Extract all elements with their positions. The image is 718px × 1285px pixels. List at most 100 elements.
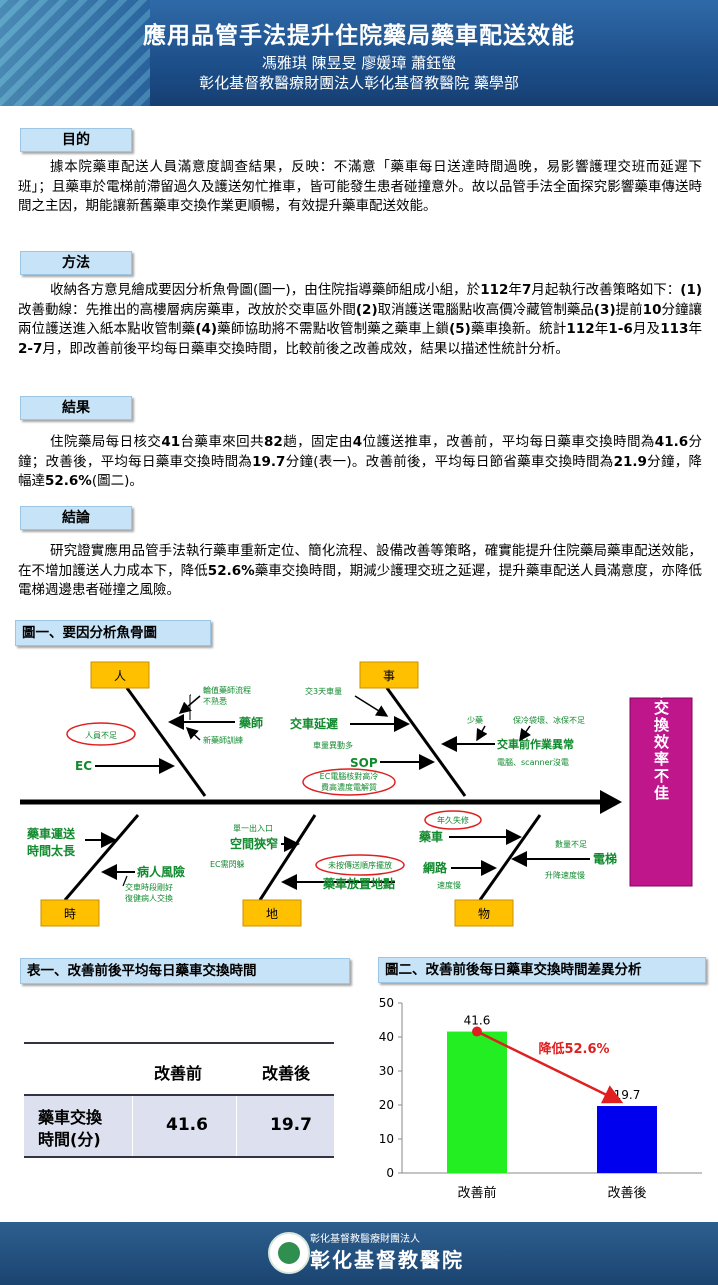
circle-thing <box>424 810 482 830</box>
task-sub2a: 少藥 <box>467 715 483 725</box>
effect-box <box>629 697 693 887</box>
y-tick-label: 40 <box>379 1030 394 1044</box>
task-circ2: 費高濃度電解質 <box>321 782 377 792</box>
x-tick-label: 改善前 <box>457 1185 496 1201</box>
table1-label: 表一、改善前後平均每日藥車交換時間 <box>20 958 350 984</box>
person-ec: EC <box>75 759 92 773</box>
task-sub2c: 電腦、scanner沒電 <box>497 757 569 767</box>
y-tick-label: 50 <box>379 996 394 1010</box>
table-value-before: 41.6 <box>166 1115 208 1135</box>
section-label-results: 結果 <box>20 396 132 420</box>
table-data-row: 藥車交換 時間(分) 41.6 19.7 <box>24 1094 334 1158</box>
table-top-rule <box>24 1042 334 1044</box>
data-label: 41.6 <box>464 1014 491 1028</box>
purpose-text: 據本院藥車配送人員滿意度調查結果，反映：不滿意「藥車每日送達時間過晚，易影響護理… <box>18 159 702 214</box>
poster-footer: 彰化基督教醫療財團法人 彰化基督教醫院 <box>0 1222 718 1285</box>
circle-task <box>302 768 396 796</box>
task-sop: SOP <box>350 756 378 770</box>
person-sub2: 新藥師訓練 <box>203 735 243 745</box>
effect-label: 藥車交換效率不佳 <box>652 665 670 802</box>
circle-place <box>315 854 405 876</box>
y-tick-label: 30 <box>379 1064 394 1078</box>
thing-circled: 年久失修 <box>437 815 469 825</box>
figure2-label: 圖二、改善前後每日藥車交換時間差異分析 <box>378 957 706 983</box>
place-main2: 藥車放置地點 <box>322 876 395 891</box>
method-text: 收納各方意見繪成要因分析魚骨圖(圖一)，由住院指導藥師組成小組，於112年7月起… <box>18 282 703 357</box>
category-box-time <box>40 899 100 927</box>
thing-main3: 電梯 <box>593 851 617 866</box>
section-label-purpose: 目的 <box>20 128 132 152</box>
thing-sub3a: 數量不足 <box>555 839 587 849</box>
conclusion-text: 研究證實應用品管手法執行藥車重新定位、簡化流程、設備改善等策略，確實能提升住院藥… <box>18 543 703 598</box>
place-main1: 空間狹窄 <box>230 836 278 851</box>
time-main2: 病人風險 <box>137 864 185 879</box>
table-value-after: 19.7 <box>270 1115 312 1135</box>
category-box-person <box>90 661 150 689</box>
table-col-after: 改善後 <box>262 1064 311 1083</box>
person-sub1b: 不熟悉 <box>203 696 227 706</box>
person-sub1a: 輪值藥師流程 <box>203 685 251 695</box>
thing-main1: 藥車 <box>418 829 443 844</box>
fishbone-diagram: 人 事 時 地 物 藥車交換效率不佳 藥師 輪值藥師流程 不熟悉 新藥師訓練 E… <box>20 661 693 927</box>
task-circ1: EC電腦核對高冷 <box>320 771 379 781</box>
y-tick-label: 0 <box>386 1166 394 1180</box>
bone-person <box>125 687 207 797</box>
bone-task <box>385 687 467 797</box>
task-main1-sub: 交3天車量 <box>305 686 342 696</box>
time-main1b: 時間太長 <box>27 843 76 858</box>
table-col-before: 改善前 <box>154 1064 203 1083</box>
section-label-conclusion: 結論 <box>20 506 132 530</box>
header-decoration <box>0 0 150 106</box>
table-row-label-2: 時間(分) <box>38 1130 101 1149</box>
category-thing: 物 <box>478 907 490 921</box>
circle-person <box>66 722 136 746</box>
category-place: 地 <box>266 907 278 921</box>
person-main-cause: 藥師 <box>238 715 263 730</box>
y-tick-label: 20 <box>379 1098 394 1112</box>
task-sub2b: 保冷袋壞、冰保不足 <box>513 715 585 725</box>
time-sub2a: 交車時段剛好 <box>125 882 173 892</box>
bone-time <box>63 814 140 901</box>
poster-authors: 馮雅琪 陳昱旻 廖媛璋 蕭鈺螢 <box>261 54 457 72</box>
category-box-place <box>242 899 302 927</box>
bone-thing <box>478 814 542 901</box>
poster-title: 應用品管手法提升住院藥局藥車配送效能 <box>143 23 575 49</box>
poster-header: 應用品管手法提升住院藥局藥車配送效能 馮雅琪 陳昱旻 廖媛璋 蕭鈺螢 彰化基督教… <box>0 0 718 106</box>
thing-sub3b: 升降速度慢 <box>545 870 585 880</box>
figure1-label: 圖一、要因分析魚骨圖 <box>15 620 211 646</box>
section-label-method: 方法 <box>20 251 132 275</box>
trend-arrow <box>476 1030 624 1104</box>
spine-arrowhead <box>600 790 622 814</box>
place-circled: 未按傳送順序擺放 <box>328 860 392 870</box>
hospital-logo-icon <box>268 1232 310 1274</box>
table-header-row: 改善前 改善後 <box>24 1044 334 1094</box>
footer-line1: 彰化基督教醫療財團法人 <box>310 1234 420 1245</box>
category-box-thing <box>454 899 514 927</box>
category-person: 人 <box>114 669 126 683</box>
footer-line2: 彰化基督教醫院 <box>310 1248 464 1272</box>
reduction-annotation: 降低52.6% <box>538 1041 609 1057</box>
time-sub2b: 復健病人交換 <box>125 893 173 903</box>
time-main1a: 藥車運送 <box>26 826 76 841</box>
thing-sub2: 速度慢 <box>437 880 461 890</box>
thing-main2: 網路 <box>423 860 448 875</box>
place-sub1a: 單一出入口 <box>233 823 273 833</box>
category-box-task <box>359 661 419 689</box>
category-task: 事 <box>383 669 395 683</box>
x-tick-label: 改善後 <box>607 1185 646 1201</box>
task-main2: 交車前作業異常 <box>497 737 574 751</box>
person-circled: 人員不足 <box>85 731 117 740</box>
task-sop-sub: 車量異動多 <box>313 740 353 750</box>
table-row-label-1: 藥車交換 <box>38 1108 103 1127</box>
poster-affiliation: 彰化基督教醫療財團法人彰化基督教醫院 藥學部 <box>199 74 519 92</box>
bar <box>597 1106 657 1173</box>
category-time: 時 <box>64 907 76 921</box>
y-tick-label: 10 <box>379 1132 394 1146</box>
table1: 改善前 改善後 藥車交換 時間(分) 41.6 19.7 <box>24 1042 334 1158</box>
place-sub1b: EC需閃躲 <box>210 859 245 869</box>
bar <box>447 1031 507 1173</box>
results-text: 住院藥局每日核交41台藥車來回共82趟，固定由4位護送推車，改善前，平均每日藥車… <box>18 434 703 489</box>
task-main1: 交車延遲 <box>290 716 338 731</box>
bone-place <box>258 814 317 901</box>
